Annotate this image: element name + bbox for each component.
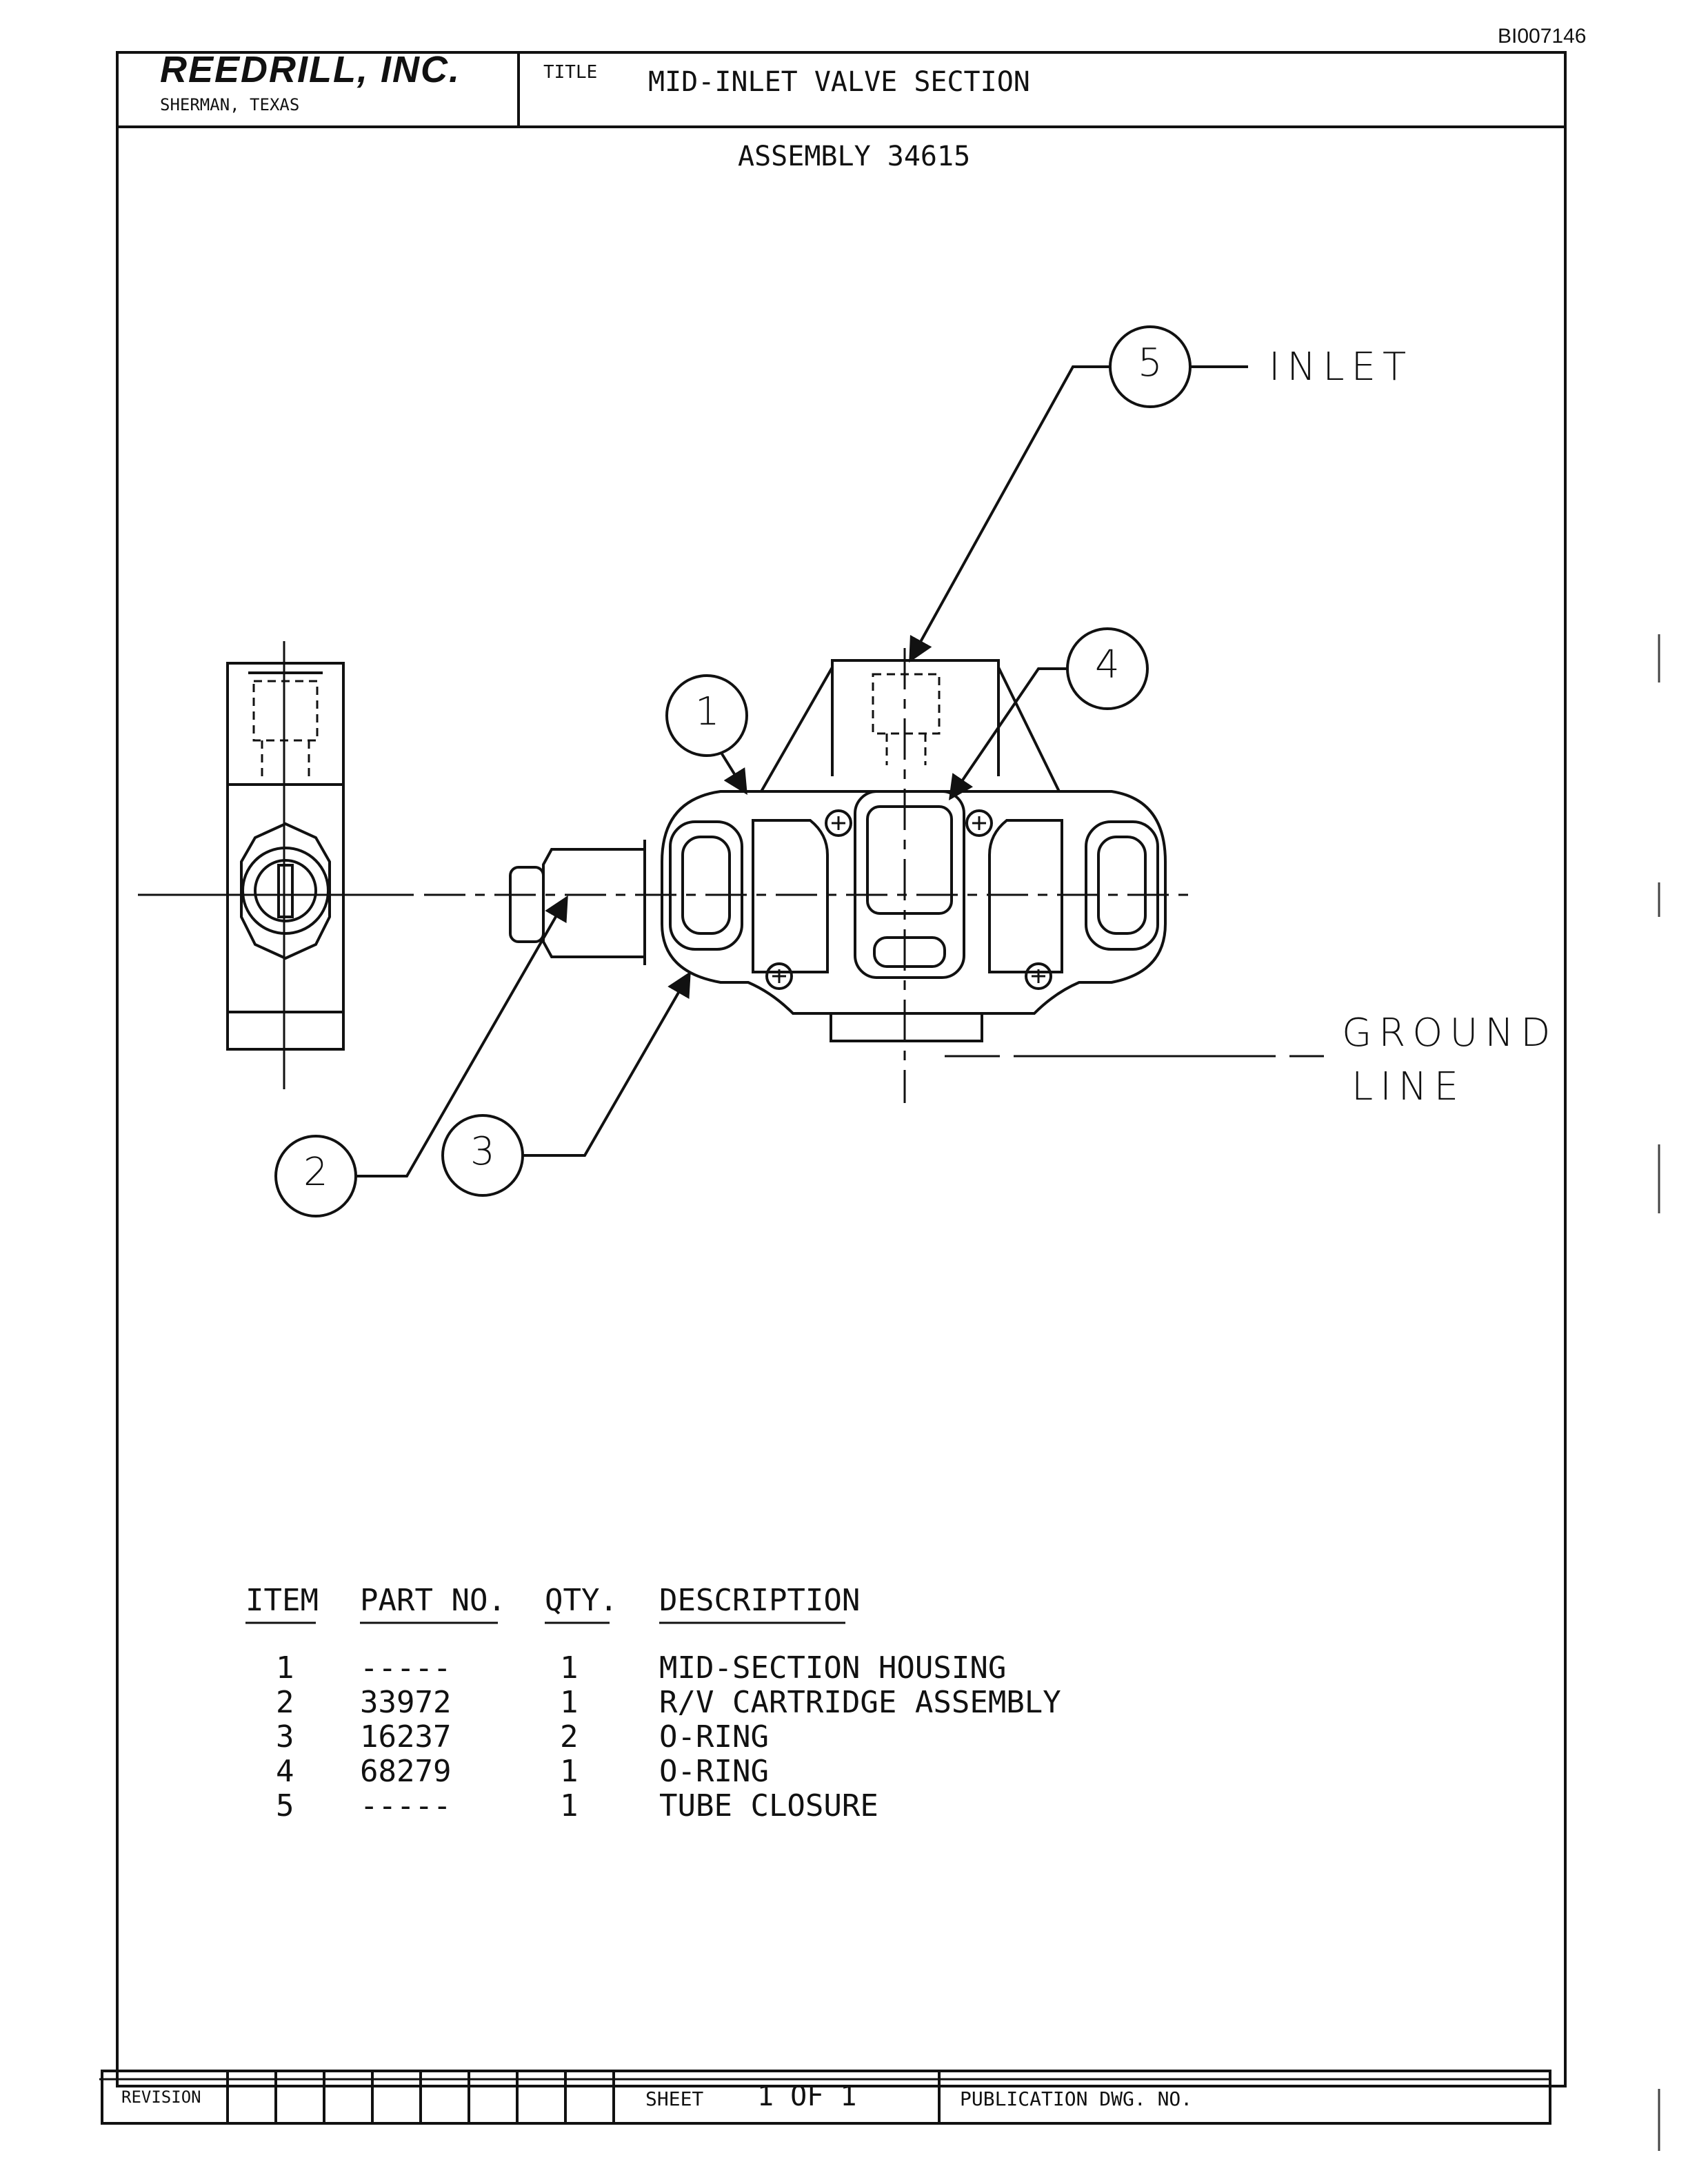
header-item: ITEM [245, 1583, 319, 1618]
row-3-qty: 2 [560, 1719, 579, 1755]
revision-label: REVISION [121, 2087, 201, 2107]
assembly-number: ASSEMBLY 34615 [738, 141, 971, 172]
front-view [509, 659, 1167, 1042]
header-description: DESCRIPTION [659, 1583, 861, 1618]
row-5-item: 5 [276, 1788, 294, 1823]
footer-strip [101, 2070, 1551, 2125]
row-2-part-no: 33972 [360, 1685, 452, 1720]
callout-5: 5 [1138, 341, 1163, 385]
callouts [274, 325, 1248, 1217]
row-4-qty: 1 [560, 1754, 579, 1789]
callout-1: 1 [695, 689, 720, 734]
row-1-description: MID-SECTION HOUSING [659, 1650, 1007, 1686]
row-2-qty: 1 [560, 1685, 579, 1720]
callout-2: 2 [303, 1150, 328, 1195]
row-2-item: 2 [276, 1685, 294, 1720]
callout-4: 4 [1095, 643, 1120, 687]
drawing-title: MID-INLET VALVE SECTION [648, 66, 1030, 98]
inlet-label: INLET [1269, 345, 1414, 390]
title-label: TITLE [543, 62, 598, 83]
row-5-part-no: ----- [360, 1788, 452, 1823]
header-part-no: PART NO. [360, 1583, 506, 1618]
line-label: LINE [1352, 1064, 1465, 1109]
sheet-number: 1 OF 1 [757, 2081, 857, 2112]
row-1-item: 1 [276, 1650, 294, 1686]
row-3-description: O-RING [659, 1719, 769, 1755]
row-5-qty: 1 [560, 1788, 579, 1823]
row-4-description: O-RING [659, 1754, 769, 1789]
sheet-border [116, 51, 1567, 2087]
callout-1-bubble [665, 674, 748, 757]
row-4-item: 4 [276, 1754, 294, 1789]
row-3-part-no: 16237 [360, 1719, 452, 1755]
ground-label: GROUND [1342, 1011, 1558, 1055]
publication-dwg-label: PUBLICATION DWG. NO. [960, 2087, 1193, 2110]
row-5-description: TUBE CLOSURE [659, 1788, 878, 1823]
callout-3: 3 [470, 1129, 495, 1174]
row-2-description: R/V CARTRIDGE ASSEMBLY [659, 1685, 1061, 1720]
row-1-qty: 1 [560, 1650, 579, 1686]
company-name: REEDRILL, INC. [160, 49, 461, 90]
header-qty: QTY. [545, 1583, 618, 1618]
company-location: SHERMAN, TEXAS [160, 95, 300, 114]
row-3-item: 3 [276, 1719, 294, 1755]
document-id: BI007146 [1498, 25, 1587, 48]
side-view [226, 641, 345, 1089]
sheet-label: SHEET [645, 2087, 704, 2110]
row-1-part-no: ----- [360, 1650, 452, 1686]
row-4-part-no: 68279 [360, 1754, 452, 1789]
